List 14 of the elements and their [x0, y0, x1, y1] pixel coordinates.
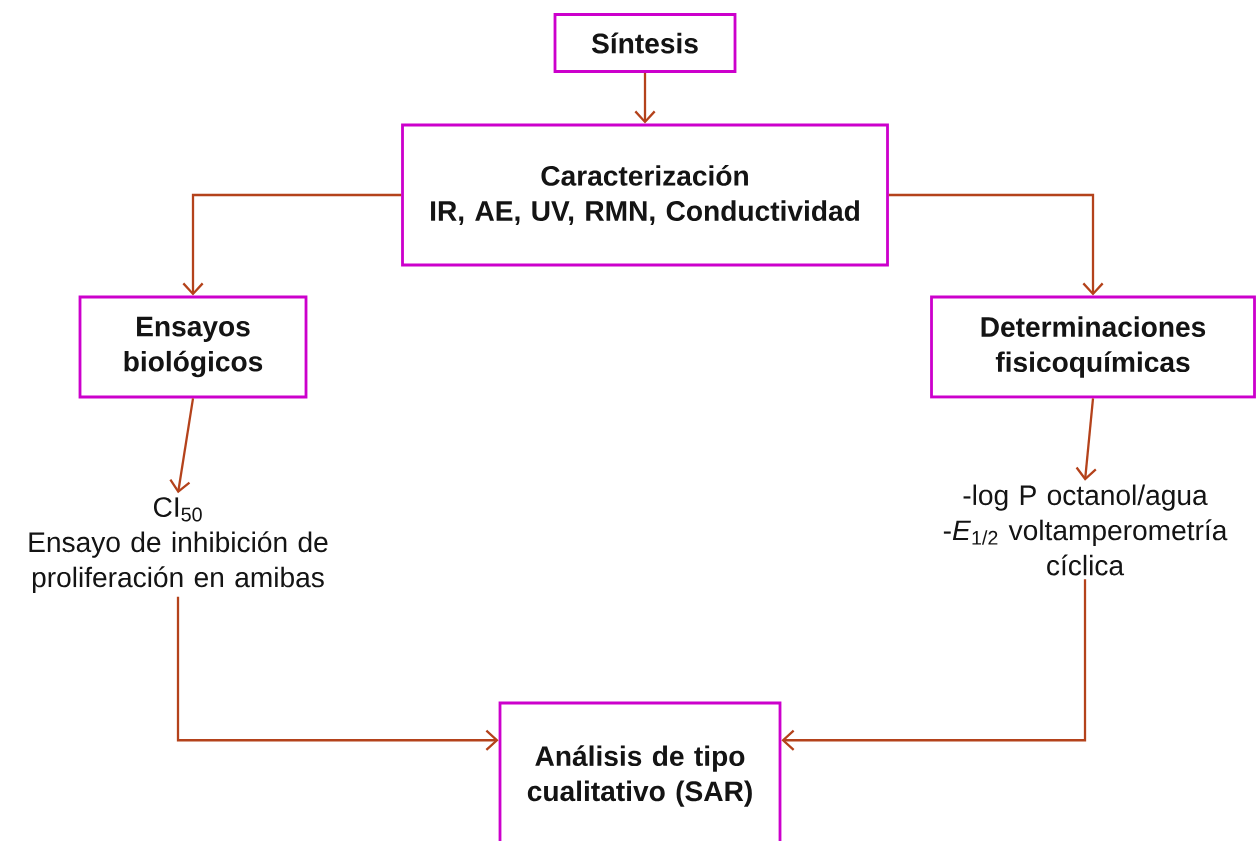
arrow — [176, 596, 499, 751]
result-text: -log P octanol/agua -E$_{1/2}$ voltamperometría cíclica — [943, 484, 1228, 576]
arrow — [182, 193, 402, 296]
process-box: Caracterización IR, AE, UV, RMN, Conductividad — [401, 123, 889, 267]
arrow — [888, 193, 1104, 296]
process-box: Ensayos biológicos — [78, 295, 308, 399]
process-box: Análisis de tipo cualitativo (SAR) — [498, 701, 782, 841]
result-text: CI$_{50}$ Ensayo de inhibición de proliferación en amibas — [29, 497, 328, 593]
process-box: Síntesis — [553, 13, 737, 73]
process-box: Determinaciones fisicoquímicas — [930, 295, 1256, 399]
arrow — [781, 579, 1087, 751]
arrow — [1075, 398, 1097, 481]
arrow — [169, 398, 195, 494]
arrow — [634, 72, 656, 124]
